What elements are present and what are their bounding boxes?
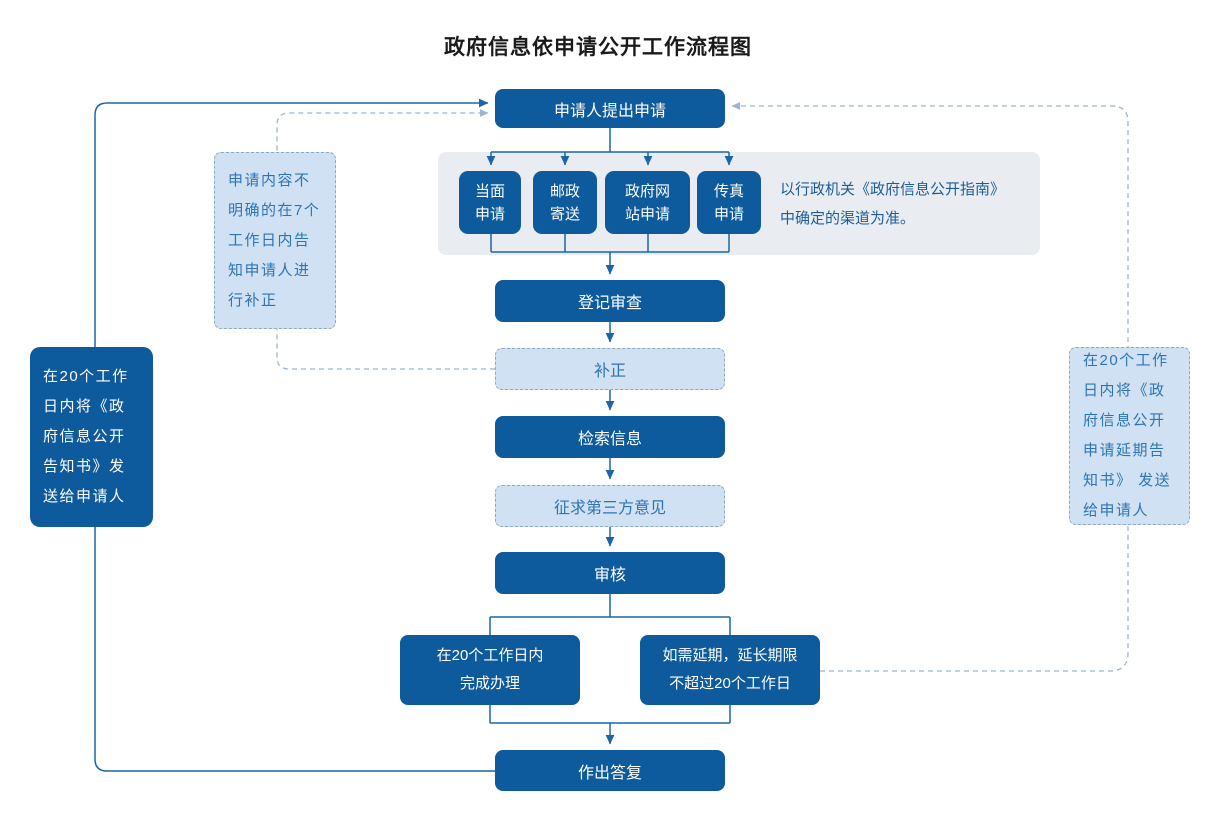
node-apply: 申请人提出申请 [495, 89, 725, 128]
node-channel-fax: 传真 申请 [697, 171, 761, 234]
node-register: 登记审查 [495, 280, 725, 322]
arrow-extend-loop-right [731, 102, 1129, 672]
channel-note-text: 以行政机关《政府信息公开指南》 中确定的渠道为准。 [780, 181, 1006, 227]
node-channel-inperson: 当面 申请 [459, 171, 521, 234]
note-extension-notice: 在20个工作 日内将《政 府信息公开 申请延期告 知书》 发送 给申请人 [1069, 347, 1190, 525]
node-review: 审核 [495, 552, 725, 594]
line-review-split [489, 594, 731, 635]
note-unclear-application: 申请内容不 明确的在7个 工作日内告 知申请人进 行补正 [214, 152, 336, 329]
node-reply: 作出答复 [495, 750, 725, 791]
dashed-connectors [276, 102, 1129, 672]
node-search: 检索信息 [495, 416, 725, 458]
node-channel-mail: 邮政 寄送 [533, 171, 597, 234]
page-title: 政府信息依申请公开工作流程图 [444, 36, 752, 59]
node-complete-20days: 在20个工作日内 完成办理 [400, 635, 580, 705]
node-thirdparty: 征求第三方意见 [495, 485, 725, 527]
node-extend-deadline: 如需延期，延长期限 不超过20个工作日 [640, 635, 820, 705]
node-supplement: 补正 [495, 348, 725, 390]
line-branch-merge [489, 705, 731, 724]
solid-connectors [94, 98, 734, 772]
line-channel-merge-drops [490, 234, 730, 252]
node-channel-website: 政府网 站申请 [605, 171, 690, 234]
note-disclosure-notice: 在20个工作 日内将《政 府信息公开 告知书》发 送给申请人 [30, 347, 153, 527]
arrow-supplement-loop-left [276, 109, 495, 370]
